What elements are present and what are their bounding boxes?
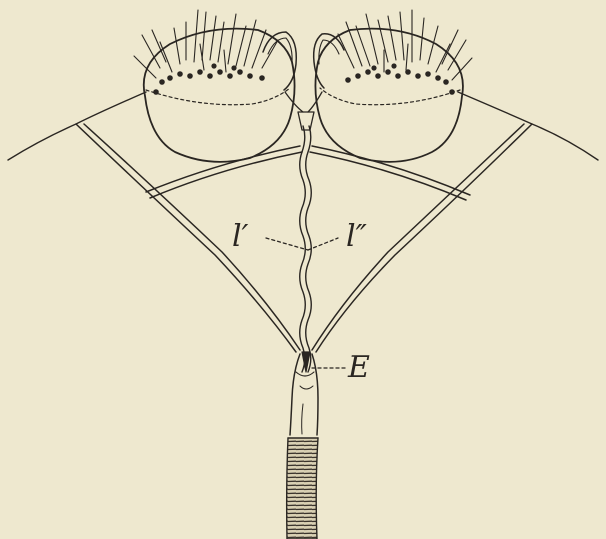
- left-bristles: [134, 10, 278, 78]
- left-socket: [134, 10, 303, 162]
- right-bristles: [338, 10, 472, 80]
- right-plate: [310, 124, 532, 352]
- label-l-prime: l′: [232, 219, 249, 254]
- lower-stalk: [287, 352, 318, 539]
- ringed-tube: [287, 438, 318, 539]
- label-l-double-prime: l″: [346, 219, 368, 254]
- right-socket: [308, 10, 472, 162]
- label-e: E: [347, 350, 370, 385]
- median-suture: [298, 112, 314, 372]
- leader-lines: [266, 238, 346, 368]
